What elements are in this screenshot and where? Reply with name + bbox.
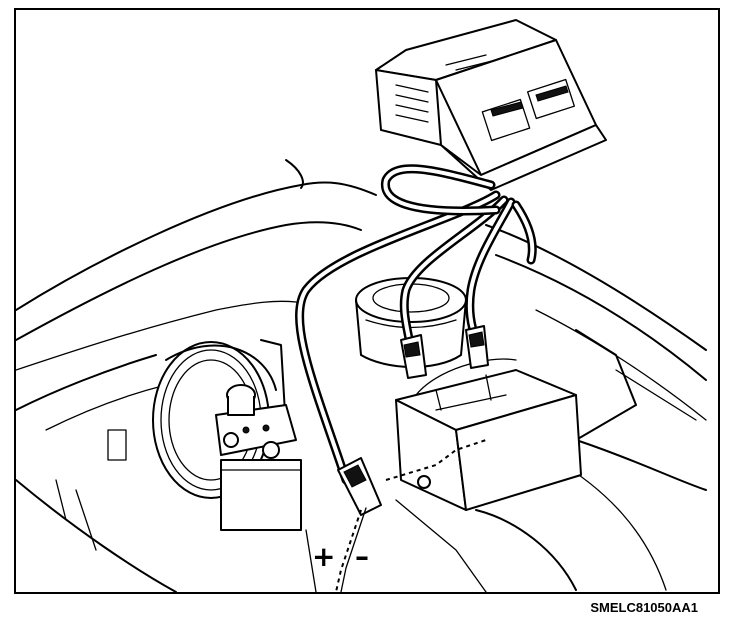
engine-bay-illustration xyxy=(16,19,707,592)
negative-terminal-label: – xyxy=(355,540,369,573)
battery xyxy=(385,358,582,511)
engine-bay-details xyxy=(16,479,487,592)
tester-cables xyxy=(295,164,537,485)
figure-code: SMELC81050AA1 xyxy=(590,600,698,615)
figure-frame: + – xyxy=(14,8,720,594)
positive-terminal-label: + xyxy=(312,540,336,573)
hood-outline xyxy=(16,159,377,431)
right-fender xyxy=(475,224,707,591)
battery-clamps xyxy=(337,325,489,516)
ground-cable xyxy=(335,507,367,592)
master-cylinder xyxy=(215,384,302,531)
battery-tester xyxy=(375,19,607,191)
